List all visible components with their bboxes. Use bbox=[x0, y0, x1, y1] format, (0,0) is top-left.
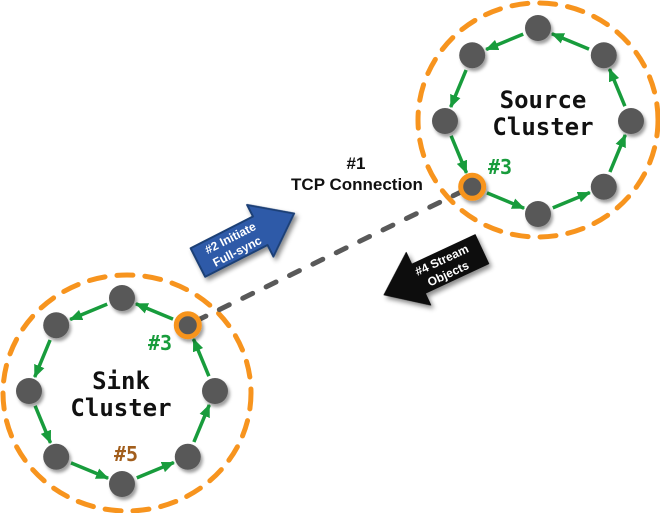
source-node bbox=[590, 42, 617, 69]
sink-cluster-title-line1: Sink bbox=[92, 367, 150, 395]
sink-gateway-node bbox=[173, 311, 202, 340]
source-node bbox=[459, 42, 486, 69]
stream-arrow-shape bbox=[383, 234, 490, 306]
stream-objects-arrow: #4 Stream Objects bbox=[383, 234, 490, 306]
source-node bbox=[590, 173, 617, 200]
sink-apply-step-label: #5 bbox=[114, 442, 138, 466]
tcp-connection-line bbox=[193, 187, 468, 324]
tcp-connection-label: TCP Connection bbox=[291, 175, 423, 194]
sink-sync-arrow bbox=[70, 461, 110, 480]
sink-cluster-ring bbox=[16, 285, 228, 497]
source-sync-arrow bbox=[552, 190, 591, 210]
source-cluster-title-line1: Source bbox=[500, 86, 587, 114]
source-sync-arrow bbox=[449, 135, 469, 174]
sink-node bbox=[202, 378, 228, 404]
sink-sync-arrow bbox=[192, 403, 211, 443]
sink-gateway-step-label: #3 bbox=[148, 331, 172, 355]
source-node bbox=[432, 108, 458, 134]
sink-sync-arrow bbox=[33, 339, 52, 379]
source-sync-arrow bbox=[550, 32, 590, 51]
sink-node bbox=[43, 443, 70, 470]
initiate-arrow-shape bbox=[189, 203, 296, 278]
source-cluster-title-line2: Cluster bbox=[492, 113, 593, 141]
source-sync-arrow bbox=[486, 191, 526, 210]
sink-sync-arrow bbox=[191, 338, 211, 377]
source-cluster-ring bbox=[432, 15, 644, 227]
tcp-connection-step: #1 bbox=[347, 154, 366, 173]
source-sync-arrow bbox=[608, 133, 627, 173]
source-gateway-node bbox=[458, 172, 487, 201]
source-node bbox=[525, 15, 551, 41]
sink-node bbox=[16, 378, 42, 404]
sink-sync-arrow bbox=[69, 302, 108, 322]
source-node bbox=[618, 108, 644, 134]
source-sync-arrow bbox=[449, 69, 468, 109]
sink-sync-arrow bbox=[134, 302, 174, 321]
sink-cluster-title-line2: Cluster bbox=[70, 394, 171, 422]
source-sync-arrow bbox=[485, 32, 524, 52]
source-cluster-boundary bbox=[415, 0, 660, 240]
sink-sync-arrow bbox=[33, 405, 53, 444]
sink-node bbox=[109, 471, 135, 497]
source-node bbox=[525, 201, 551, 227]
source-sync-arrow bbox=[607, 68, 627, 107]
sink-node bbox=[174, 443, 201, 470]
source-gateway-step-label: #3 bbox=[488, 155, 512, 179]
sink-node bbox=[109, 285, 135, 311]
sink-node bbox=[43, 312, 70, 339]
sink-sync-arrow bbox=[136, 460, 175, 480]
sink-cluster-boundary bbox=[0, 272, 254, 513]
initiate-fullsync-arrow: #2 Initiate Full-sync bbox=[189, 203, 296, 278]
